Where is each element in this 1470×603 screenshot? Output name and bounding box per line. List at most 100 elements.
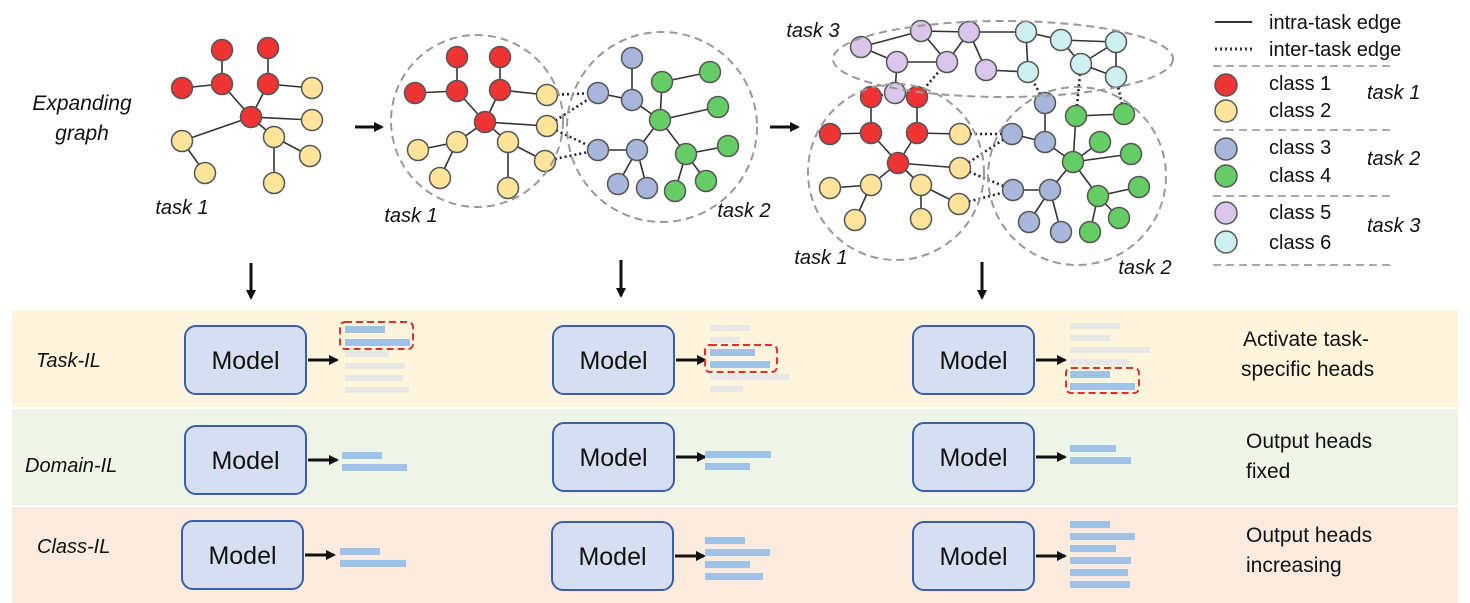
row-desc-task-il-2: specific heads — [1241, 358, 1374, 381]
model-label: Model — [939, 347, 1007, 375]
graph-node-class-1 — [488, 45, 512, 69]
stage2-task2-label: task 2 — [717, 200, 770, 222]
graph-node-class-5 — [849, 35, 873, 59]
output-head-bar — [1070, 383, 1135, 390]
graph-node-class-1 — [445, 79, 469, 103]
graph-node-class-3 — [625, 138, 649, 162]
graph-node-class-2 — [406, 138, 430, 162]
graph-node-class-1 — [859, 85, 883, 109]
output-head-bar — [1070, 581, 1130, 588]
output-head-bar — [345, 339, 410, 346]
graph-node-class-2 — [843, 208, 867, 232]
graph-node-class-5 — [957, 20, 981, 44]
graph-node-class-4 — [1107, 206, 1131, 230]
graph-node-class-1 — [239, 105, 263, 129]
graph-node-class-4 — [1078, 220, 1102, 244]
graph-node-class-5 — [935, 50, 959, 74]
active-head-highlight — [339, 321, 414, 350]
legend-swatch-class5 — [1214, 201, 1238, 225]
graph-node-class-2 — [262, 171, 286, 195]
task-regions — [390, 20, 1174, 266]
model-label: Model — [578, 543, 646, 571]
stage3-task1-label: task 1 — [794, 247, 847, 269]
model-box — [912, 422, 1035, 492]
row-desc-domain-il-1: Output heads — [1246, 430, 1372, 453]
graph-node-class-3 — [635, 176, 659, 200]
graph-node-class-2 — [948, 122, 972, 146]
graph-node-class-1 — [905, 121, 929, 145]
legend-class1-label: class 1 — [1269, 73, 1331, 95]
graph-node-class-1 — [859, 121, 883, 145]
graph-node-class-2 — [818, 176, 842, 200]
legend-swatch-class4 — [1214, 164, 1238, 188]
model-box — [551, 521, 674, 591]
model-box — [912, 325, 1035, 395]
model-box — [184, 325, 307, 395]
graph-node-class-1 — [170, 76, 194, 100]
graph-node-class-4 — [1127, 175, 1151, 199]
graph-node-class-6 — [1104, 30, 1128, 54]
model-box — [552, 422, 675, 492]
graph-node-class-2 — [300, 108, 324, 132]
model-box — [552, 325, 675, 395]
stage3-task3-label: task 3 — [786, 20, 839, 42]
output-head-bar — [705, 537, 745, 544]
output-head-bar — [340, 560, 406, 567]
graph-node-class-3 — [1049, 220, 1073, 244]
graph-node-class-2 — [298, 144, 322, 168]
graph-node-class-2 — [428, 166, 452, 190]
inactive-head-bar — [345, 351, 389, 357]
inactive-head-bar — [345, 387, 409, 393]
model-label: Model — [939, 444, 1007, 472]
output-head-bar — [1070, 533, 1135, 540]
output-head-bar — [705, 463, 750, 470]
model-box — [184, 425, 307, 495]
legend-swatch-class1 — [1214, 73, 1238, 97]
graph-node-class-5 — [883, 81, 907, 105]
model-label: Model — [211, 347, 279, 375]
active-head-highlight — [704, 344, 778, 373]
output-head-bar — [1070, 545, 1116, 552]
graph-node-class-2 — [445, 130, 469, 154]
legend-class2-label: class 2 — [1269, 100, 1331, 122]
graph-node-class-4 — [1119, 142, 1143, 166]
inactive-head-bar — [710, 386, 743, 392]
graph-node-class-4 — [1064, 104, 1088, 128]
inactive-head-bar — [345, 363, 405, 369]
inactive-head-bar — [710, 325, 750, 331]
graph-node-class-1 — [256, 72, 280, 96]
graph-node-class-4 — [674, 142, 698, 166]
legend-group-task1: task 1 — [1367, 82, 1420, 104]
row-desc-task-il-1: Activate task- — [1243, 328, 1369, 351]
row-label-domain-il: Domain-IL — [25, 455, 117, 477]
region-s2-task1 — [390, 34, 564, 208]
graph-node-class-4 — [1061, 150, 1085, 174]
inactive-head-bar — [1070, 347, 1150, 353]
graph-node-class-2 — [262, 125, 286, 149]
model-label: Model — [939, 543, 1007, 571]
graph-node-class-1 — [473, 110, 497, 134]
output-head-bar — [1070, 569, 1128, 576]
graph-node-class-3 — [1017, 210, 1041, 234]
output-head-bar — [1070, 457, 1131, 464]
graph-node-class-2 — [948, 156, 972, 180]
graph-node-class-6 — [1069, 52, 1093, 76]
model-label: Model — [579, 444, 647, 472]
graph-node-class-2 — [496, 176, 520, 200]
expanding-graph-label-line1: Expanding — [32, 92, 132, 115]
graph-node-class-4 — [648, 108, 672, 132]
graph-node-class-4 — [1088, 130, 1112, 154]
stage1-task1-label: task 1 — [155, 197, 208, 219]
graph-node-class-3 — [1033, 91, 1057, 115]
graph-node-class-5 — [885, 50, 909, 74]
graph-node-class-2 — [535, 114, 559, 138]
legend-swatch-class6 — [1214, 230, 1238, 254]
graph-node-class-1 — [403, 81, 427, 105]
output-head-bar — [705, 549, 770, 556]
graph-node-class-3 — [1000, 122, 1024, 146]
graph-node-class-1 — [818, 122, 842, 146]
output-head-bar — [1070, 521, 1110, 528]
legend: intra-task edge inter-task edge class 1 … — [1213, 12, 1420, 266]
region-s2-task2 — [566, 31, 758, 223]
